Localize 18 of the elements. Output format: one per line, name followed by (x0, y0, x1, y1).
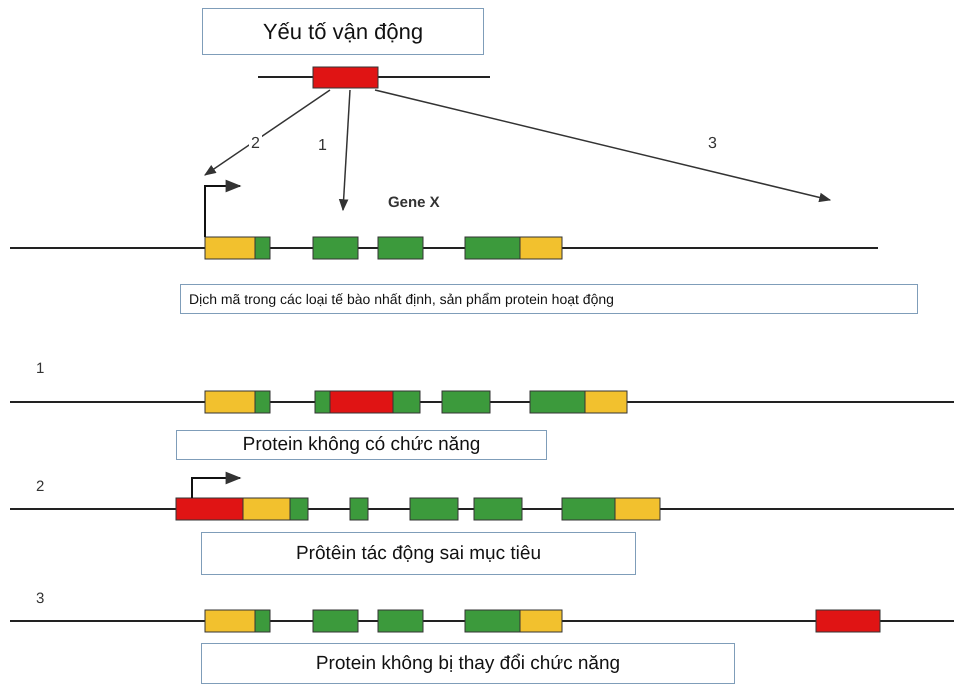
box-text: Protein không bị thay đổi chức năng (316, 652, 620, 674)
text-box (176, 430, 547, 460)
box-text: Protein không có chức năng (242, 434, 480, 456)
box-text: Yếu tố vận động (262, 18, 424, 44)
row-number: 3 (36, 590, 44, 607)
text-box (201, 532, 636, 575)
text-box (180, 284, 918, 314)
arrow (374, 89, 832, 202)
text-box (201, 643, 735, 684)
arrow (204, 89, 330, 176)
row-number: 2 (36, 478, 44, 495)
box-text: Prôtêin tác động sai mục tiêu (296, 542, 542, 564)
box-text: Dịch mã trong các loại tế bào nhất định, sản phẩm protein hoạt động (189, 291, 614, 307)
gene-label: Gene X (388, 194, 440, 211)
row-number: 1 (36, 360, 44, 377)
transposon-bar (312, 66, 378, 88)
arrow (338, 90, 351, 212)
text-box (202, 8, 484, 55)
